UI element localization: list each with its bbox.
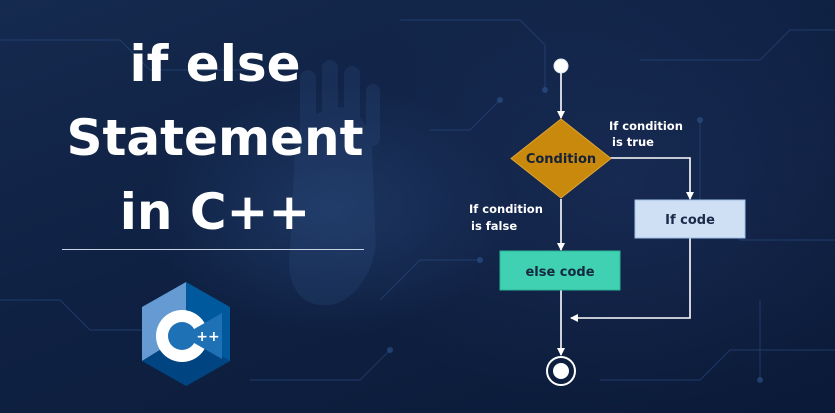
title-line-3: in C++ <box>119 183 311 241</box>
if-code-label: If code <box>665 213 715 228</box>
start-node-icon <box>553 58 569 74</box>
title-line-1: if else <box>129 35 301 93</box>
false-branch-label-line2: is false <box>471 219 517 233</box>
true-branch-label-line1: If condition <box>609 119 683 133</box>
cpp-logo-icon: ++ <box>142 282 230 386</box>
logo-plus-text: ++ <box>196 329 219 345</box>
condition-decision-node <box>510 118 612 199</box>
false-branch-label-line1: If condition <box>469 202 543 216</box>
title-line-2: Statement <box>66 109 364 167</box>
else-code-box <box>499 250 621 291</box>
arrow-if-to-merge <box>570 238 691 322</box>
if-code-box <box>634 199 746 239</box>
title-divider <box>62 249 364 250</box>
else-code-label: else code <box>525 265 594 280</box>
condition-label: Condition <box>526 152 596 167</box>
end-node-icon <box>546 356 576 386</box>
arrow-condition-to-if <box>610 157 694 200</box>
true-branch-label-line2: is true <box>612 135 654 149</box>
